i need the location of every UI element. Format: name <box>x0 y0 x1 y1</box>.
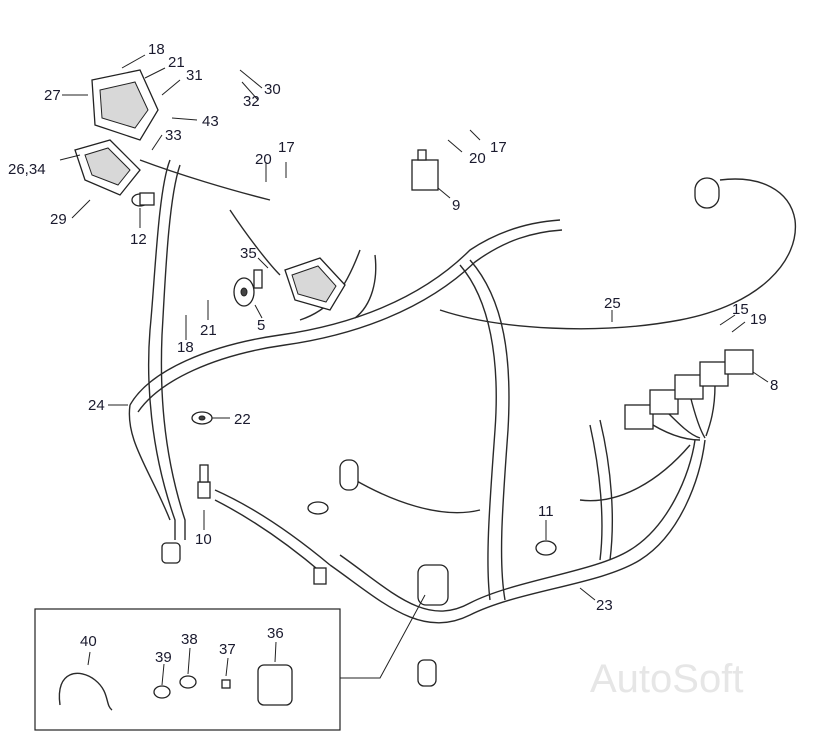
callout-35: 35 <box>240 245 257 262</box>
part-12-grommet <box>131 192 155 207</box>
part-9-relay <box>411 149 439 191</box>
callout-26-34: 26,34 <box>8 161 46 178</box>
part-bulb-top-right <box>694 177 720 209</box>
callout-11: 11 <box>538 503 554 520</box>
callout-5: 5 <box>257 317 265 334</box>
callout-15: 15 <box>732 301 749 318</box>
callout-18-bottom: 18 <box>177 339 194 356</box>
callout-22: 22 <box>234 411 251 428</box>
callout-20-right: 20 <box>469 150 486 167</box>
inset-part-40-hose <box>58 672 113 711</box>
callout-18-top: 18 <box>148 41 165 58</box>
inset-part-38-ring <box>179 675 197 689</box>
callout-27: 27 <box>44 87 61 104</box>
callout-9: 9 <box>452 197 460 214</box>
part-plug <box>339 459 359 491</box>
callout-10: 10 <box>195 531 212 548</box>
callout-23: 23 <box>596 597 613 614</box>
callout-25: 25 <box>604 295 621 312</box>
harness-cables <box>128 159 797 624</box>
callout-32: 32 <box>243 93 260 110</box>
callout-12: 12 <box>130 231 147 248</box>
part-5-horn <box>233 269 263 307</box>
part-27-housing <box>91 69 159 141</box>
callout-30: 30 <box>264 81 281 98</box>
callout-38: 38 <box>181 631 198 648</box>
part-22-nut <box>191 411 213 425</box>
inset-part-39-cap <box>153 685 171 699</box>
callout-labels: 18 21 31 30 32 27 43 33 26,34 29 12 20 1… <box>8 41 778 666</box>
callout-19: 19 <box>750 311 767 328</box>
part-8-relays <box>624 349 754 430</box>
callout-37: 37 <box>219 641 236 658</box>
part-switch-center <box>307 501 329 585</box>
part-11-grommet <box>535 540 557 556</box>
callout-24: 24 <box>88 397 105 414</box>
inset-part-37-pin <box>221 679 231 689</box>
callout-36: 36 <box>267 625 284 642</box>
part-lamp-right <box>284 257 346 311</box>
leader-lines <box>59 54 769 686</box>
callout-21-top: 21 <box>168 54 185 71</box>
callout-20-left: 20 <box>255 151 272 168</box>
callout-8: 8 <box>770 377 778 394</box>
inset-kit-box <box>34 594 426 731</box>
watermark-text: AutoSoft <box>590 657 743 701</box>
callout-17-left: 17 <box>278 139 295 156</box>
callout-39: 39 <box>155 649 172 666</box>
inset-part-36-filter <box>257 664 293 706</box>
callout-31: 31 <box>186 67 203 84</box>
part-connector-23 <box>417 564 449 687</box>
callout-17-right: 17 <box>490 139 507 156</box>
part-26-34-lamp <box>74 139 141 196</box>
callout-33: 33 <box>165 127 182 144</box>
callout-43: 43 <box>202 113 219 130</box>
callout-21-bottom: 21 <box>200 322 217 339</box>
callout-40: 40 <box>80 633 97 650</box>
callout-29: 29 <box>50 211 67 228</box>
part-end-connector-left <box>161 542 181 564</box>
part-10-switch <box>197 464 211 499</box>
